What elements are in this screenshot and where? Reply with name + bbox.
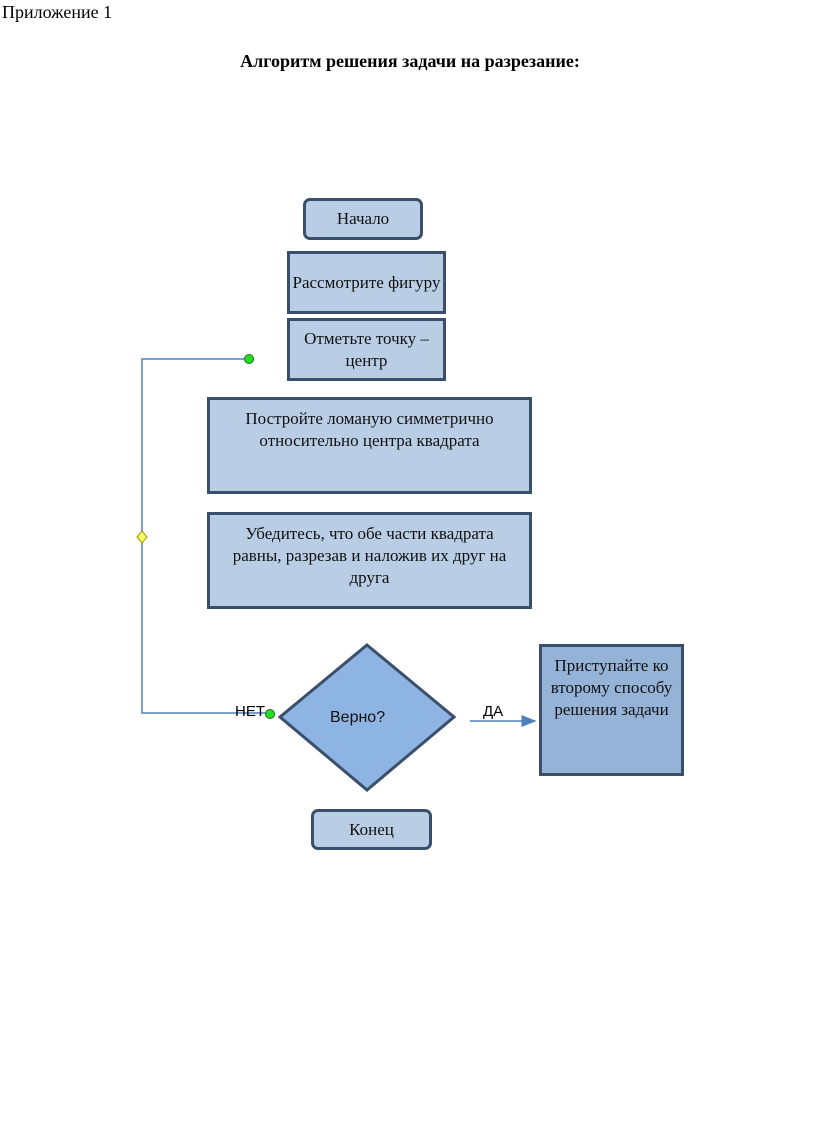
- step-build-polyline-label: Постройте ломаную симметрично относитель…: [245, 409, 494, 450]
- result-second-method[interactable]: Приступайте ко второму способу решения з…: [539, 644, 684, 776]
- step-build-polyline[interactable]: Постройте ломаную симметрично относитель…: [207, 397, 532, 494]
- page-title: Алгоритм решения задачи на разрезание:: [240, 51, 580, 71]
- no-branch-label: НЕТ: [235, 703, 265, 720]
- step-mark-center[interactable]: Отметьте точку – центр: [287, 318, 446, 381]
- step-examine-figure[interactable]: Рассмотрите фигуру: [287, 251, 446, 314]
- end-node[interactable]: Конец: [311, 809, 432, 850]
- result-second-method-label: Приступайте ко второму способу решения з…: [550, 656, 673, 719]
- start-node[interactable]: Начало: [303, 198, 423, 240]
- appendix-label: Приложение 1: [2, 2, 113, 22]
- start-label: Начало: [336, 209, 390, 228]
- step-examine-figure-label: Рассмотрите фигуру: [292, 272, 441, 292]
- decision-label: Верно?: [330, 709, 386, 726]
- step-mark-center-label: Отметьте точку – центр: [304, 328, 429, 370]
- end-label: Конец: [349, 819, 394, 839]
- step-verify-parts[interactable]: Убедитесь, что обе части квадрата равны,…: [207, 512, 532, 609]
- connector-handle-start[interactable]: [265, 709, 275, 719]
- connector-handle-end[interactable]: [244, 354, 254, 364]
- connector-adjust-handle[interactable]: [136, 530, 148, 544]
- yes-branch-label: ДА: [483, 703, 504, 720]
- step-verify-parts-label: Убедитесь, что обе части квадрата равны,…: [232, 524, 507, 587]
- decision-diamond[interactable]: [277, 643, 457, 792]
